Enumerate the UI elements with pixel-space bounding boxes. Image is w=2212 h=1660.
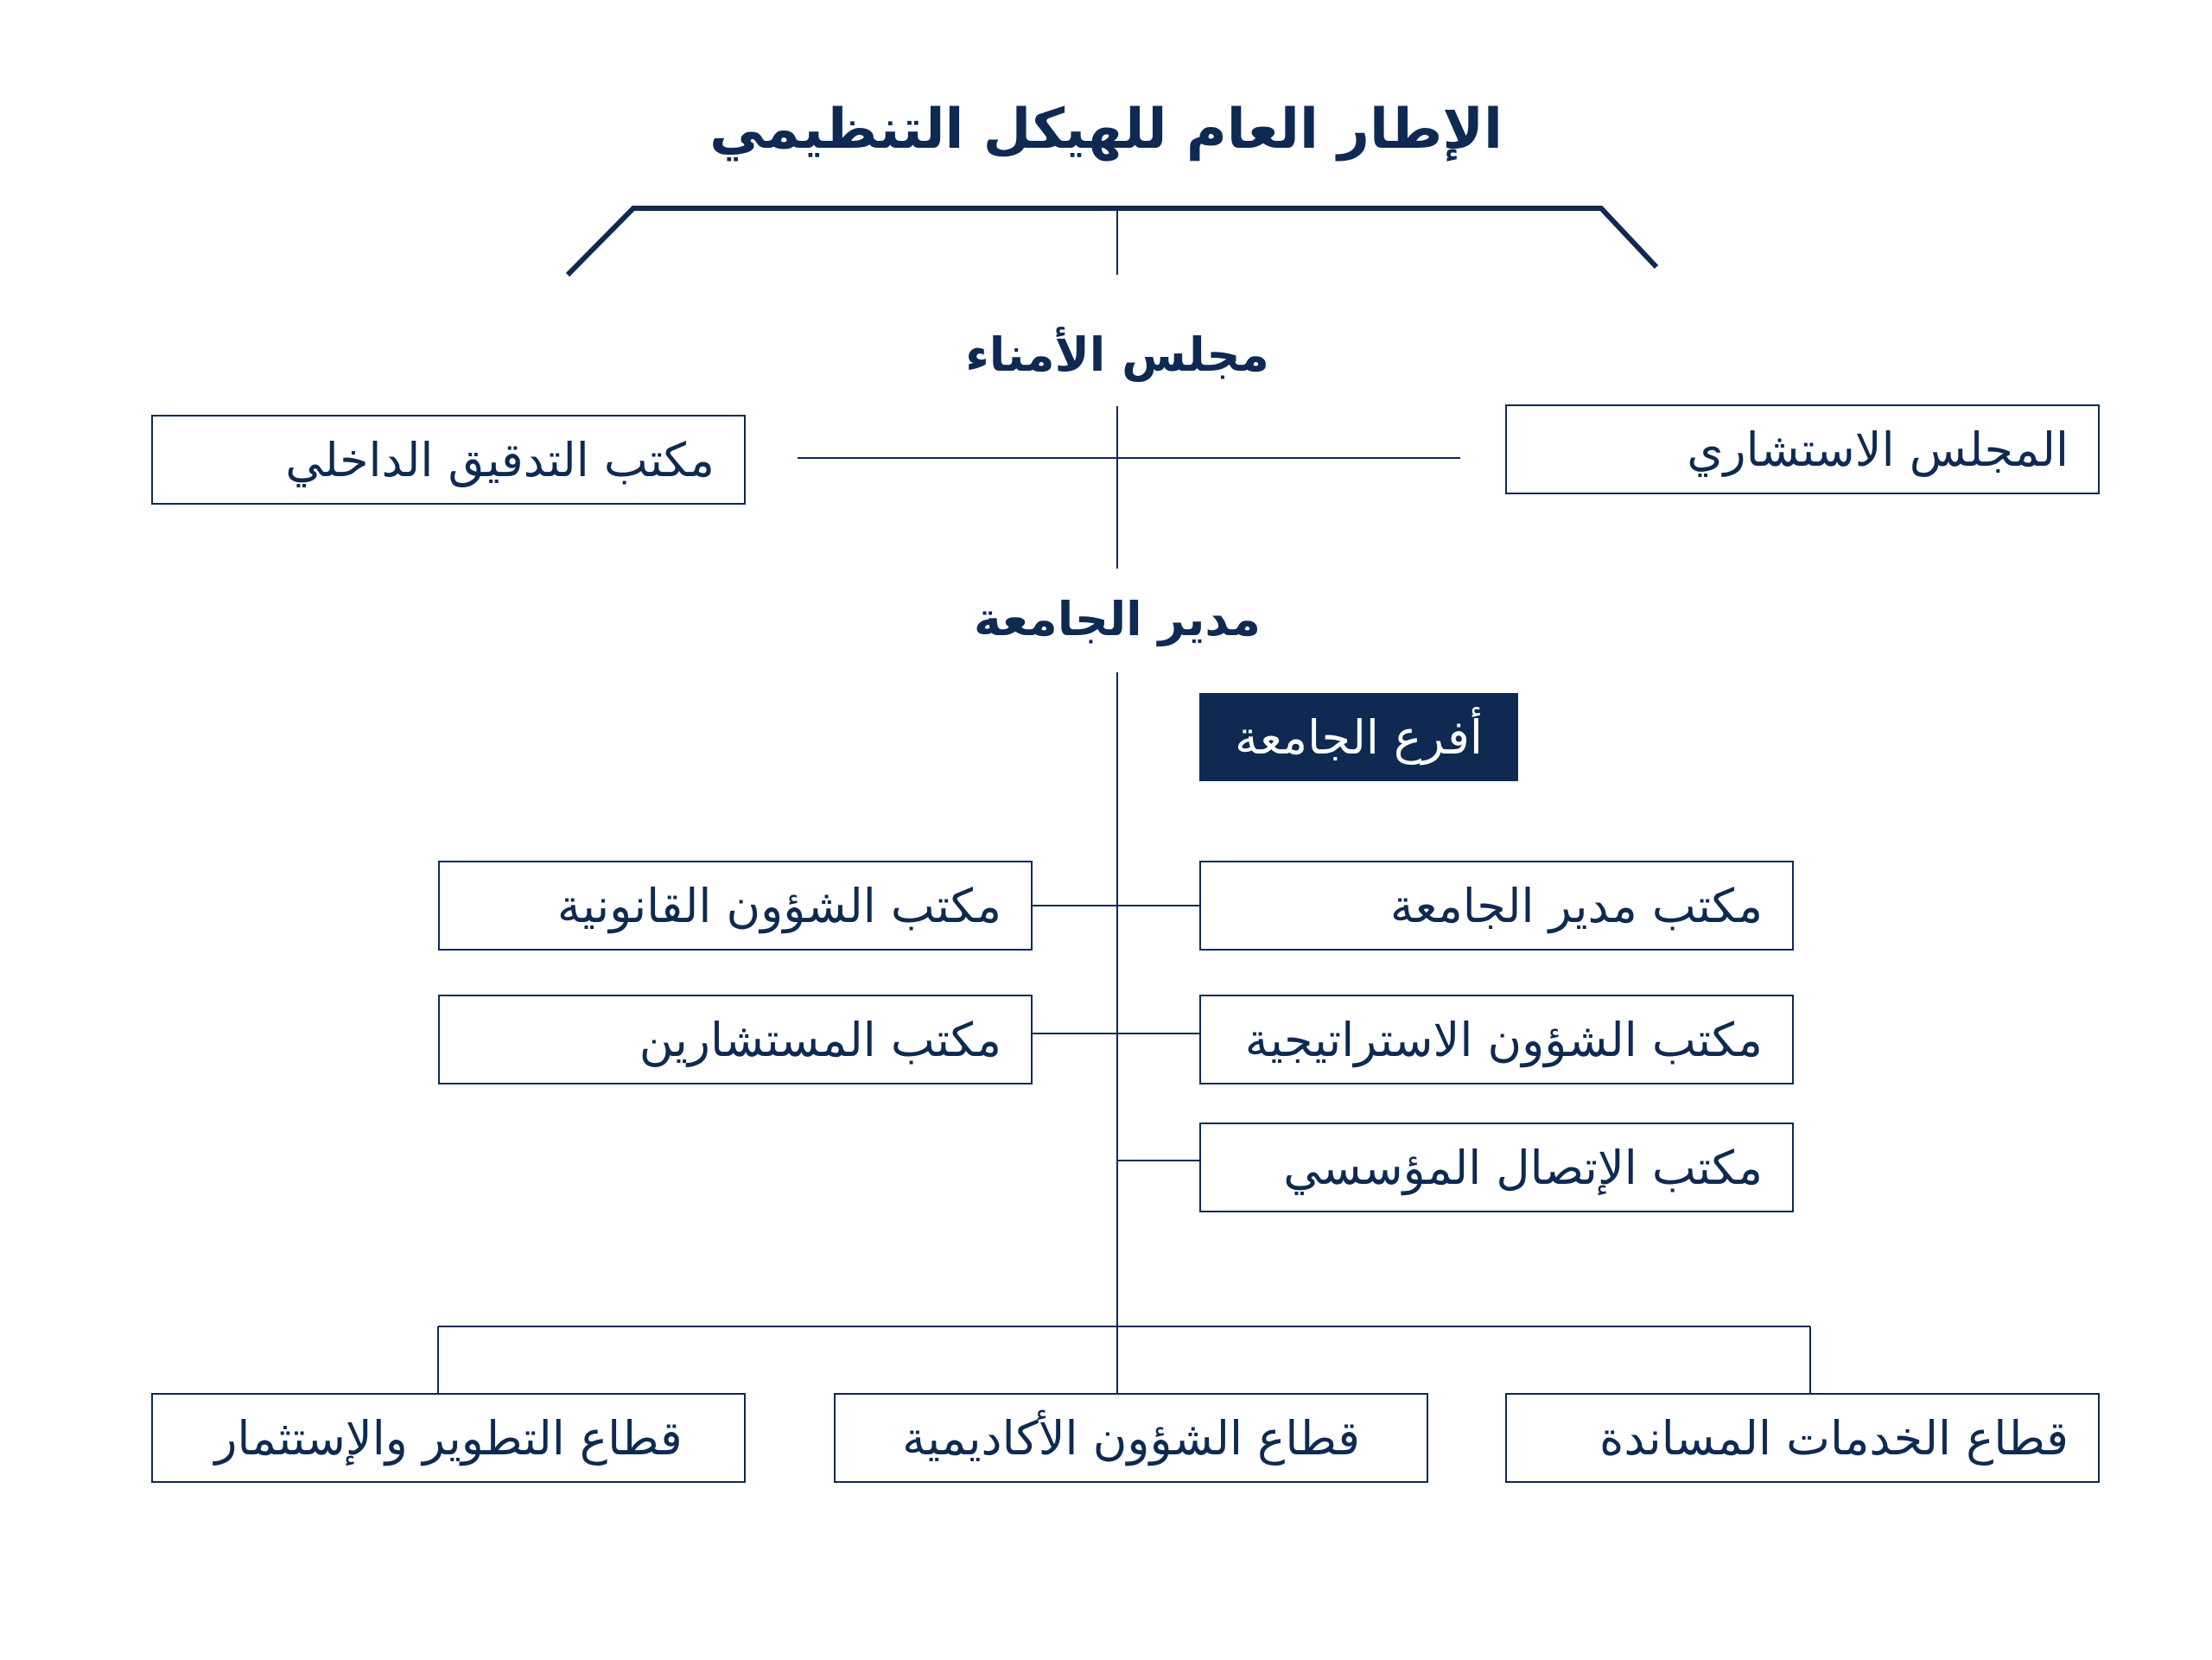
office-president-box: مكتب مدير الجامعة bbox=[1199, 861, 1794, 951]
internal-audit-box: مكتب التدقيق الداخلي bbox=[151, 415, 746, 505]
board-of-trustees-label: مجلس الأمناء bbox=[965, 327, 1269, 382]
advisory-council-box: المجلس الاستشاري bbox=[1505, 404, 2100, 494]
title-bracket bbox=[565, 206, 1659, 277]
chart-title: الإطار العام للهيكل التنظيمي bbox=[709, 98, 1503, 162]
university-branches-box: أفرع الجامعة bbox=[1199, 693, 1518, 781]
sector-development-investment-box: قطاع التطوير والإستثمار bbox=[151, 1393, 746, 1483]
office-advisors-box: مكتب المستشارين bbox=[438, 995, 1033, 1084]
university-president-label: مدير الجامعة bbox=[974, 591, 1261, 646]
office-corporate-communication-box: مكتب الإتصال المؤسسي bbox=[1199, 1123, 1794, 1212]
office-strategic-affairs-box: مكتب الشؤون الاستراتيجية bbox=[1199, 995, 1794, 1084]
sector-support-services-box: قطاع الخدمات المساندة bbox=[1505, 1393, 2100, 1483]
office-legal-affairs-box: مكتب الشؤون القانونية bbox=[438, 861, 1033, 951]
sector-academic-affairs-box: قطاع الشؤون الأكاديمية bbox=[834, 1393, 1428, 1483]
